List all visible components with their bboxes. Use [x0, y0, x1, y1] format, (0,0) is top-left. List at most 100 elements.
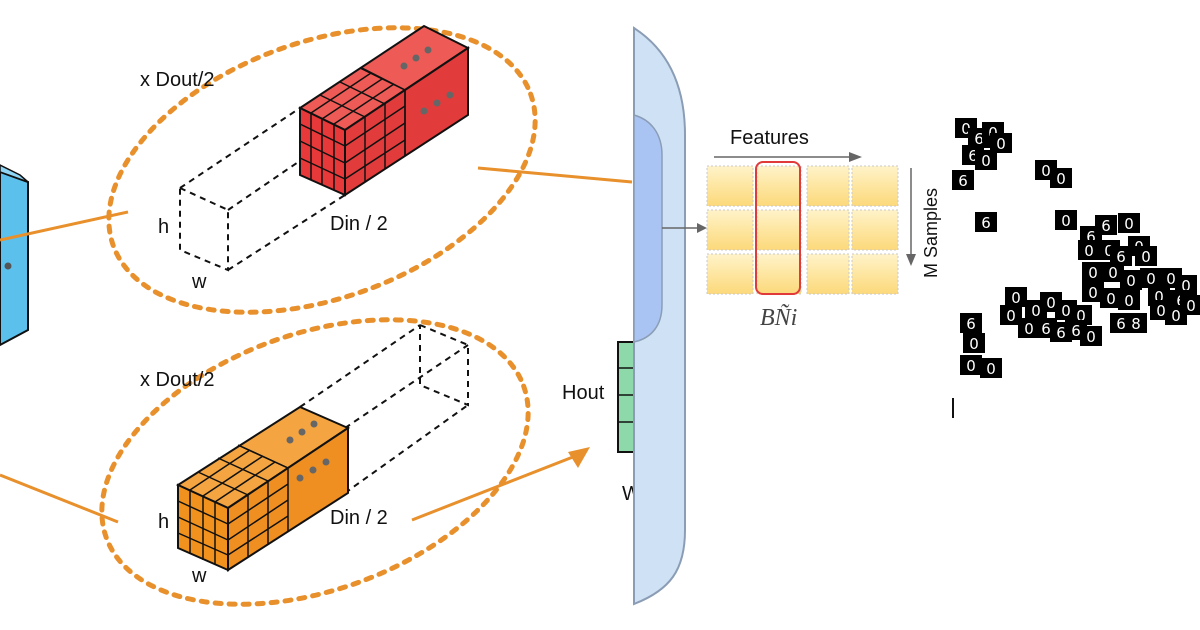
bottom-depth-label: Din / 2	[330, 507, 388, 529]
digit-glyph: 0	[986, 360, 996, 378]
digit-glyph: 0	[1088, 264, 1098, 282]
middle-panel: Features M Samples BÑi	[633, 26, 941, 606]
feature-cell	[851, 165, 899, 207]
digit-tile	[1055, 210, 1077, 230]
samples-label: M Samples	[921, 188, 941, 278]
digit-tile	[1018, 318, 1040, 338]
digit-tile	[1102, 262, 1124, 282]
column-math-label: BÑi	[760, 304, 797, 331]
digit-glyph: 6	[968, 147, 978, 165]
digit-glyph: 0	[1011, 289, 1021, 307]
output-block	[617, 341, 635, 453]
right-panel: 0606006006066000060000000000060000000000…	[952, 118, 1200, 418]
digit-glyph: 0	[981, 152, 991, 170]
digit-glyph: 0	[966, 357, 976, 375]
features-label: Features	[730, 127, 809, 149]
digit-glyph: 0	[1031, 302, 1041, 320]
top-depth-label: Din / 2	[330, 213, 388, 235]
digit-tile	[1120, 270, 1142, 290]
digit-glyph: 0	[1166, 270, 1176, 288]
feature-cell	[756, 209, 802, 251]
digit-glyph: 0	[1088, 284, 1098, 302]
digit-glyph: 0	[1186, 297, 1196, 315]
bottom-orange-block	[175, 324, 469, 572]
digit-tile	[1180, 295, 1200, 315]
digit-scatter: 0606006006066000060000000000060000000000…	[952, 118, 1200, 378]
feature-cell	[706, 209, 754, 251]
digit-glyph: 6	[958, 172, 968, 190]
digit-tile	[1118, 213, 1140, 233]
digit-glyph: 0	[1154, 288, 1164, 306]
feature-cell	[756, 253, 802, 295]
digit-tile	[1100, 288, 1122, 308]
digit-tile	[975, 150, 997, 170]
digit-glyph: 6	[974, 130, 984, 148]
digit-tile	[1095, 215, 1117, 235]
inner-blue-module	[633, 114, 663, 343]
bottom-branch-ellipse	[99, 317, 531, 607]
digit-glyph: 6	[1041, 320, 1051, 338]
digit-tile	[1140, 268, 1162, 288]
digit-glyph: 0	[1124, 215, 1134, 233]
digit-tile	[1125, 313, 1147, 333]
digit-tile	[1110, 246, 1132, 266]
digit-glyph: 0	[1106, 290, 1116, 308]
digit-tile	[1005, 287, 1027, 307]
highlighted-column	[755, 161, 801, 295]
feature-cell	[706, 253, 754, 295]
digit-glyph: 0	[1104, 242, 1114, 260]
input-block	[0, 164, 29, 347]
feature-cell	[756, 165, 802, 207]
digit-glyph: 0	[969, 335, 979, 353]
digit-tile	[1080, 326, 1102, 346]
feature-cell	[851, 209, 899, 251]
digit-tile	[1082, 262, 1104, 282]
digit-glyph: 0	[1086, 328, 1096, 346]
digit-tile	[1050, 168, 1072, 188]
digit-glyph: 0	[1124, 292, 1134, 310]
arrow-head	[568, 447, 590, 468]
digit-tile	[1078, 240, 1100, 260]
digit-glyph: 6	[1086, 228, 1096, 246]
output-height-label: Hout	[562, 382, 605, 404]
digit-glyph: 0	[1084, 242, 1094, 260]
digit-tile	[1082, 282, 1104, 302]
digit-glyph: 0	[1061, 302, 1071, 320]
feature-cell	[806, 165, 850, 207]
digit-glyph: 0	[1108, 264, 1118, 282]
digit-glyph: 0	[1006, 307, 1016, 325]
digit-glyph: 6	[1116, 248, 1126, 266]
digit-glyph: 0	[1156, 302, 1166, 320]
digit-tile	[980, 358, 1002, 378]
top-width-label: w	[191, 271, 207, 293]
digit-glyph: 0	[961, 120, 971, 138]
digit-glyph: 0	[996, 135, 1006, 153]
digit-glyph: 6	[1071, 322, 1081, 340]
feature-cell	[851, 253, 899, 295]
digit-glyph: 6	[1056, 324, 1066, 342]
digit-tile	[1135, 246, 1157, 266]
digit-tile	[1000, 305, 1022, 325]
digit-tile	[952, 170, 974, 190]
digit-tile	[975, 212, 997, 232]
bottom-width-label: w	[191, 565, 207, 587]
digit-glyph: 0	[1171, 307, 1181, 325]
digit-glyph: 6	[1101, 217, 1111, 235]
feature-cell	[806, 253, 850, 295]
digit-tile	[1118, 290, 1140, 310]
digit-glyph: 6	[981, 214, 991, 232]
digit-glyph: 0	[1024, 320, 1034, 338]
digit-glyph: 0	[1041, 162, 1051, 180]
left-panel: x Dout/2 h w Din / 2 x Dout/2 h w Din / …	[0, 24, 641, 607]
digit-glyph: 0	[1076, 307, 1086, 325]
digit-tile	[960, 355, 982, 375]
feature-grid	[706, 165, 899, 295]
top-height-label: h	[158, 216, 169, 238]
digit-glyph: 6	[966, 315, 976, 333]
top-red-block	[179, 24, 470, 272]
feature-cell	[806, 209, 850, 251]
feature-cell	[706, 165, 754, 207]
digit-glyph: 6	[1116, 315, 1126, 333]
digit-glyph: 0	[1181, 277, 1191, 295]
